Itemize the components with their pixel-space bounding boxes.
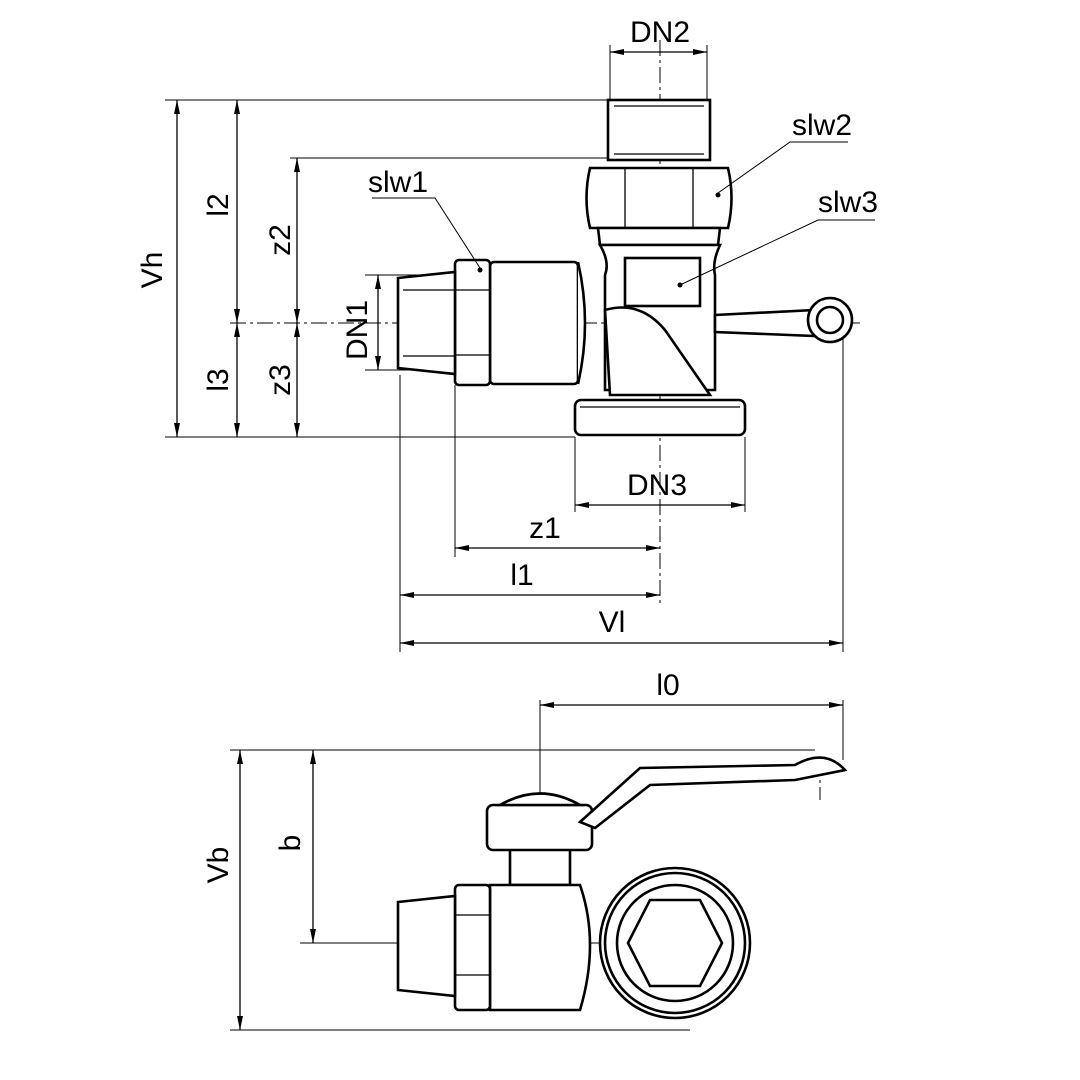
- top-view: DN2 slw2 slw1 slw3 Vh l2 l3 z2 z3 DN1 DN…: [136, 16, 878, 652]
- z3-label: z3: [264, 364, 297, 396]
- z2-label: z2: [264, 224, 297, 256]
- l0-label: l0: [656, 669, 679, 702]
- valve-body-side: [396, 756, 848, 1020]
- slw2-label: slw2: [792, 109, 852, 142]
- slw3-label: slw3: [818, 186, 878, 219]
- b-label: b: [274, 835, 307, 852]
- slw1-leader: [372, 197, 481, 269]
- dn1-label: DN1: [341, 300, 374, 360]
- vb-label: Vb: [202, 847, 235, 884]
- vl-label: Vl: [599, 606, 626, 639]
- z1-label: z1: [529, 512, 561, 545]
- dn2-label: DN2: [630, 16, 690, 49]
- l1-label: l1: [510, 559, 533, 592]
- side-view: l0 Vb b: [202, 669, 848, 1031]
- slw3-leader: [679, 219, 875, 286]
- slw2-leader: [717, 141, 848, 194]
- l2-label: l2: [202, 193, 235, 216]
- dn3-label: DN3: [627, 469, 687, 502]
- valve-body-top: [396, 98, 854, 437]
- slw1-label: slw1: [368, 166, 428, 199]
- l3-label: l3: [202, 368, 235, 391]
- vh-label: Vh: [136, 252, 169, 289]
